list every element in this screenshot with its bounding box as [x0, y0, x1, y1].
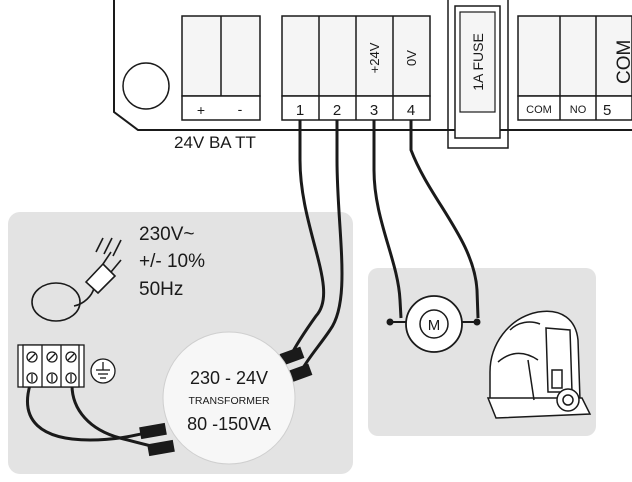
gate-motor-icon: [486, 310, 592, 419]
wire-terminal-1: [288, 120, 326, 358]
control-board-outline: [113, 0, 632, 131]
relay-com-label: COM: [526, 104, 552, 116]
wire-terminal-2: [298, 120, 344, 374]
transformer-power: 80 -150VA: [187, 414, 271, 434]
connector-2: [287, 363, 313, 383]
terminal-number-4: 4: [407, 102, 415, 119]
terminal-plus24v-label: +24V: [367, 42, 382, 73]
relay-terminal-block: COM NO 5 COM: [517, 15, 632, 121]
terminal-0v-label: 0V: [404, 50, 419, 66]
connector-3: [139, 422, 167, 440]
terminal-number-2: 2: [333, 102, 341, 119]
connector-1: [279, 346, 305, 366]
battery-plus-label: +: [197, 102, 205, 118]
mains-tolerance: +/- 10%: [139, 251, 205, 272]
mains-plug-icon: [31, 237, 122, 322]
wire-terminal-4: [409, 120, 480, 319]
transformer-name: TRANSFORMER: [188, 395, 270, 407]
transformer-circle: [162, 331, 296, 465]
terminal-number-3: 3: [370, 102, 378, 119]
fuse-holder: 1A FUSE: [447, 0, 509, 149]
mains-frequency: 50Hz: [139, 279, 183, 300]
mounting-hole: [122, 62, 170, 110]
mains-terminal-strip: [17, 344, 85, 388]
side-com-label: COM: [614, 40, 632, 84]
terminal-number-1: 1: [296, 102, 304, 119]
battery-terminal-block: + -: [181, 15, 261, 121]
earth-ground-icon: [90, 358, 116, 384]
battery-label: 24V BA TT: [174, 133, 256, 152]
motor-symbol: M: [386, 295, 481, 353]
main-terminal-block: 1 2 3 4 +24V 0V: [281, 15, 431, 121]
connector-4: [147, 439, 175, 457]
motor-symbol-label: M: [428, 317, 441, 334]
wire-ground-left: [26, 384, 151, 442]
relay-no-label: NO: [570, 104, 587, 116]
relay-number-5: 5: [603, 102, 611, 119]
transformer-ratio: 230 - 24V: [190, 368, 268, 388]
mains-voltage: 230V~: [139, 224, 194, 245]
wire-terminal-3: [372, 120, 403, 319]
fuse-label: 1A FUSE: [470, 33, 486, 91]
battery-minus-label: -: [238, 101, 243, 117]
